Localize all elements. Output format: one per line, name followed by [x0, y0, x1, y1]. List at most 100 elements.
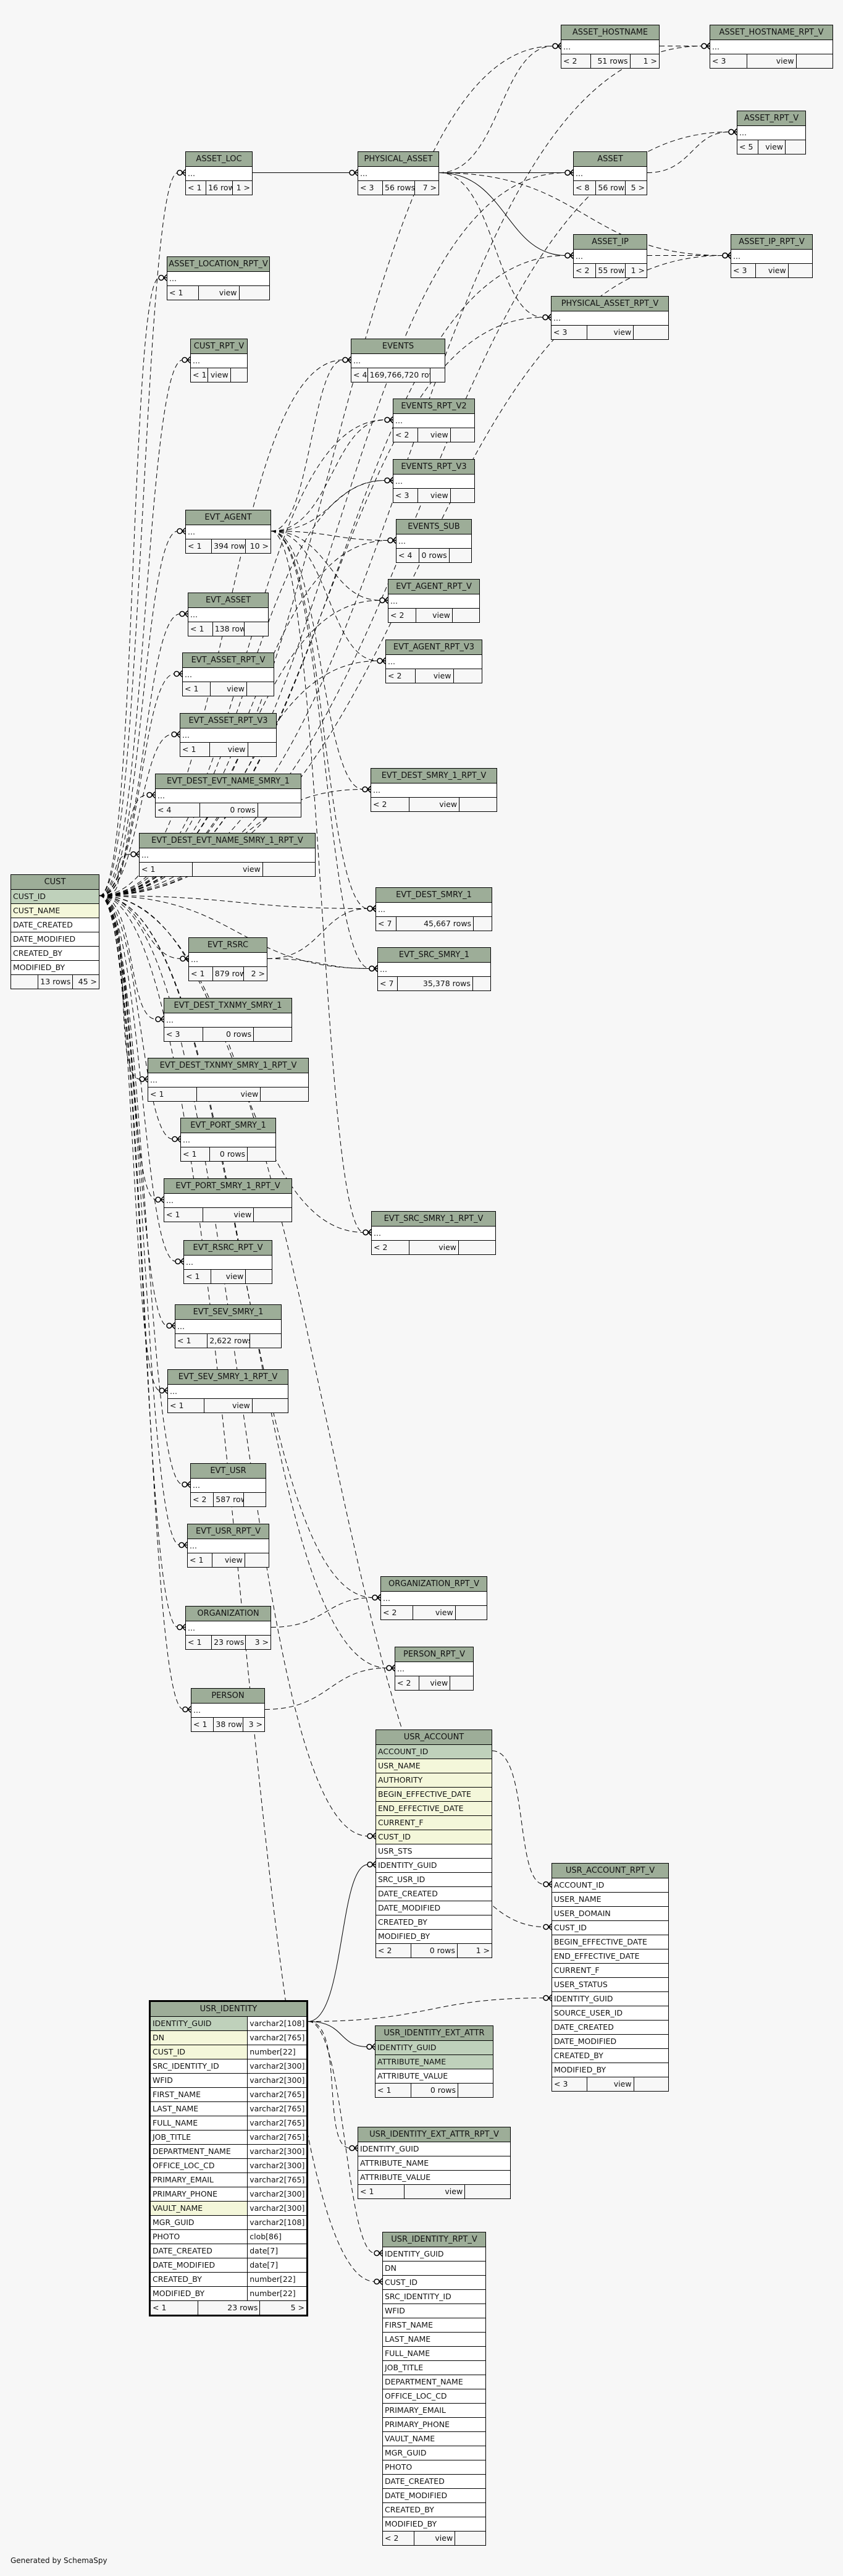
children-link[interactable] [243, 1493, 266, 1506]
table-name[interactable]: EVT_DEST_EVT_NAME_SMRY_1 [156, 774, 301, 789]
column-row[interactable]: CUST_ID [376, 1830, 492, 1844]
table-name[interactable]: USR_IDENTITY_RPT_V [383, 2232, 485, 2247]
collapsed-columns[interactable]: ... [184, 1256, 272, 1270]
column-row[interactable]: MODIFIED_BY [552, 2063, 668, 2077]
parents-link[interactable]: < 1 [188, 541, 202, 551]
table-name[interactable]: ASSET_LOC [186, 152, 252, 167]
column-row[interactable]: LAST_NAME [383, 2333, 485, 2347]
table-name[interactable]: EVENTS_RPT_V3 [393, 460, 474, 475]
parents-link[interactable]: < 3 [395, 491, 409, 500]
children-link[interactable]: 1 > [232, 181, 252, 195]
column-row[interactable]: CURRENT_F [376, 1816, 492, 1830]
collapsed-columns[interactable]: ... [148, 1073, 308, 1087]
column-row[interactable]: VAULT_NAME [383, 2432, 485, 2446]
parents-link[interactable]: < 2 [576, 266, 590, 275]
collapsed-columns[interactable]: ... [186, 167, 252, 181]
collapsed-columns[interactable]: ... [164, 1194, 291, 1208]
collapsed-columns[interactable]: ... [376, 903, 492, 917]
column-row[interactable]: USR_NAME [376, 1759, 492, 1773]
children-link[interactable]: 3 > [242, 1718, 264, 1731]
column-row[interactable]: PHOTO [383, 2460, 485, 2475]
children-link[interactable] [458, 2084, 493, 2097]
collapsed-columns[interactable]: ... [378, 963, 490, 977]
table-name[interactable]: EVT_USR [191, 1464, 266, 1479]
column-row[interactable]: ATTRIBUTE_VALUE [358, 2171, 510, 2185]
parents-link[interactable]: < 1 [377, 2085, 392, 2095]
children-link[interactable] [230, 368, 247, 382]
column-row[interactable]: USER_NAME [552, 1893, 668, 1907]
parents-link[interactable]: < 4 [398, 551, 413, 560]
parents-link[interactable]: < 3 [360, 183, 374, 192]
column-row[interactable]: SRC_USR_ID [376, 1873, 492, 1887]
collapsed-columns[interactable]: ... [395, 1662, 473, 1676]
collapsed-columns[interactable]: ... [358, 167, 438, 181]
column-row[interactable]: FIRST_NAME [383, 2318, 485, 2333]
column-row[interactable]: IDENTITY_GUID [552, 1992, 668, 2006]
children-link[interactable]: 2 > [243, 967, 267, 981]
collapsed-columns[interactable]: ... [710, 40, 833, 54]
column-row[interactable]: USR_STS [376, 1844, 492, 1859]
column-row[interactable]: DATE_CREATED [383, 2475, 485, 2489]
collapsed-columns[interactable]: ... [396, 534, 471, 549]
column-row[interactable]: DATE_CREATED [376, 1887, 492, 1901]
parents-link[interactable]: < 3 [712, 56, 726, 65]
column-row[interactable]: MODIFIED_BY [383, 2517, 485, 2532]
column-row[interactable]: PRIMARY_PHONE [383, 2418, 485, 2432]
column-row[interactable]: USER_DOMAIN [552, 1907, 668, 1921]
table-name[interactable]: EVT_SRC_SMRY_1_RPT_V [372, 1212, 495, 1227]
collapsed-columns[interactable]: ... [372, 1227, 495, 1241]
column-row[interactable]: WFID [383, 2304, 485, 2318]
children-link[interactable] [429, 368, 445, 382]
column-row[interactable]: CUST_NAME [11, 904, 99, 918]
children-link[interactable]: 1 > [629, 54, 659, 68]
parents-link[interactable]: < 2 [390, 610, 405, 620]
table-name[interactable]: EVT_DEST_SMRY_1_RPT_V [371, 769, 497, 783]
collapsed-columns[interactable]: ... [552, 311, 668, 326]
table-name[interactable]: EVT_USR_RPT_V [188, 1524, 269, 1539]
children-link[interactable] [455, 1606, 487, 1620]
collapsed-columns[interactable]: ... [191, 1704, 264, 1718]
collapsed-columns[interactable]: ... [737, 126, 805, 140]
parents-link[interactable]: < 2 [383, 1608, 397, 1617]
children-link[interactable] [450, 1676, 473, 1690]
column-row[interactable]: END_EFFECTIVE_DATE [552, 1949, 668, 1964]
table-name[interactable]: USR_ACCOUNT_RPT_V [552, 1864, 668, 1878]
column-row[interactable]: PRIMARY_EMAIL [383, 2404, 485, 2418]
table-name[interactable]: ASSET [574, 152, 647, 167]
children-link[interactable] [253, 1028, 291, 1041]
column-row[interactable]: JOB_TITLE [383, 2361, 485, 2375]
children-link[interactable]: 3 > [245, 1636, 271, 1649]
table-name[interactable]: EVT_DEST_TXNMY_SMRY_1 [164, 999, 291, 1013]
parents-link[interactable]: < 4 [157, 805, 172, 814]
table-name[interactable]: EVT_ASSET [188, 593, 268, 608]
column-row[interactable]: DEPARTMENT_NAME [383, 2375, 485, 2389]
table-name[interactable]: ASSET_HOSTNAME_RPT_V [710, 25, 833, 40]
column-row[interactable]: CREATED_BY [552, 2049, 668, 2063]
parents-link[interactable]: < 5 [739, 142, 753, 151]
children-link[interactable] [633, 326, 668, 339]
table-name[interactable]: PHYSICAL_ASSET_RPT_V [552, 297, 668, 311]
column-row[interactable]: FULL_NAME [383, 2347, 485, 2361]
collapsed-columns[interactable]: ... [188, 608, 268, 622]
children-link[interactable] [260, 1087, 308, 1101]
